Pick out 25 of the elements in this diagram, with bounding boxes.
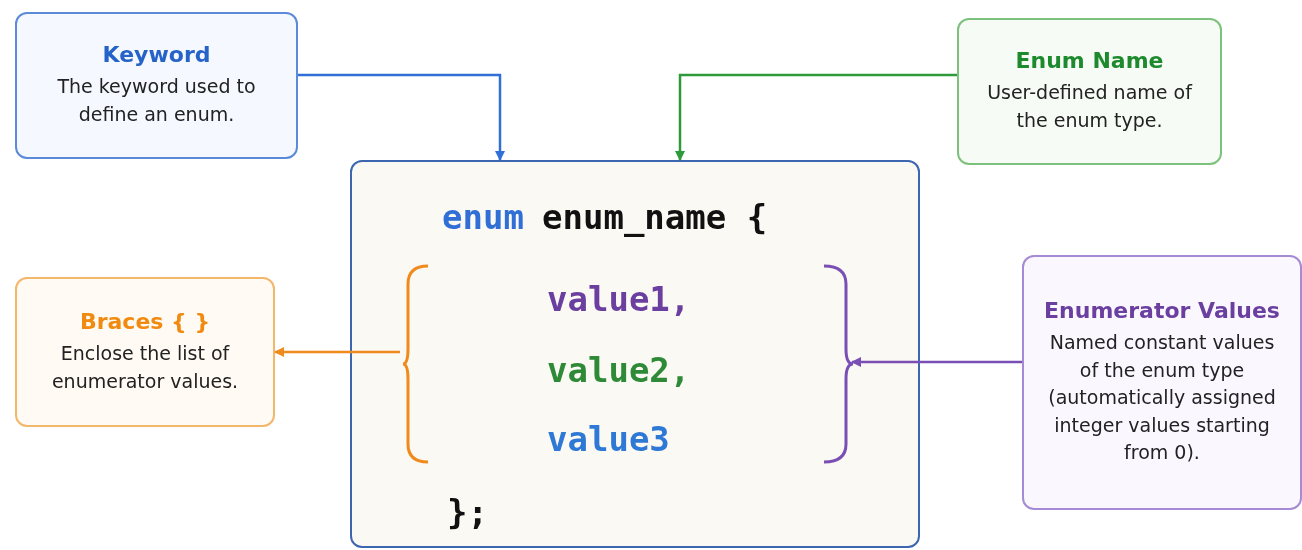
callout-text: The keyword used to define an enum. bbox=[56, 74, 257, 127]
callout-text: Enclose the list of enumerator values. bbox=[50, 340, 240, 394]
callout-text: Named constant values of the enum type (automatically assigned integer values starting from 0). bbox=[1047, 330, 1277, 466]
code-text: }; bbox=[447, 492, 488, 532]
code-text: value1, bbox=[547, 279, 691, 319]
code-text: value2, bbox=[547, 350, 691, 390]
code-panel bbox=[350, 160, 920, 548]
callout-title: Enumerator Values bbox=[1044, 298, 1280, 324]
callout-box bbox=[15, 277, 275, 427]
brace-icon bbox=[822, 264, 854, 464]
arrow bbox=[851, 357, 1022, 367]
arrow bbox=[298, 73, 505, 161]
callout-box bbox=[1022, 255, 1302, 510]
arrow bbox=[274, 347, 400, 357]
callout-title: Keyword bbox=[102, 42, 211, 68]
code-keyword: enum bbox=[442, 197, 524, 237]
callout-text: User-defined name of the enum type. bbox=[986, 80, 1194, 133]
callout-title: Enum Name bbox=[1015, 48, 1164, 74]
code-text: value3 bbox=[547, 419, 670, 459]
brace-icon bbox=[402, 264, 430, 464]
callout-box bbox=[957, 18, 1222, 165]
arrow bbox=[675, 73, 957, 161]
callout-box bbox=[15, 12, 298, 159]
callout-title: Braces { } bbox=[79, 308, 211, 334]
code-text: enum_name { bbox=[542, 197, 768, 237]
